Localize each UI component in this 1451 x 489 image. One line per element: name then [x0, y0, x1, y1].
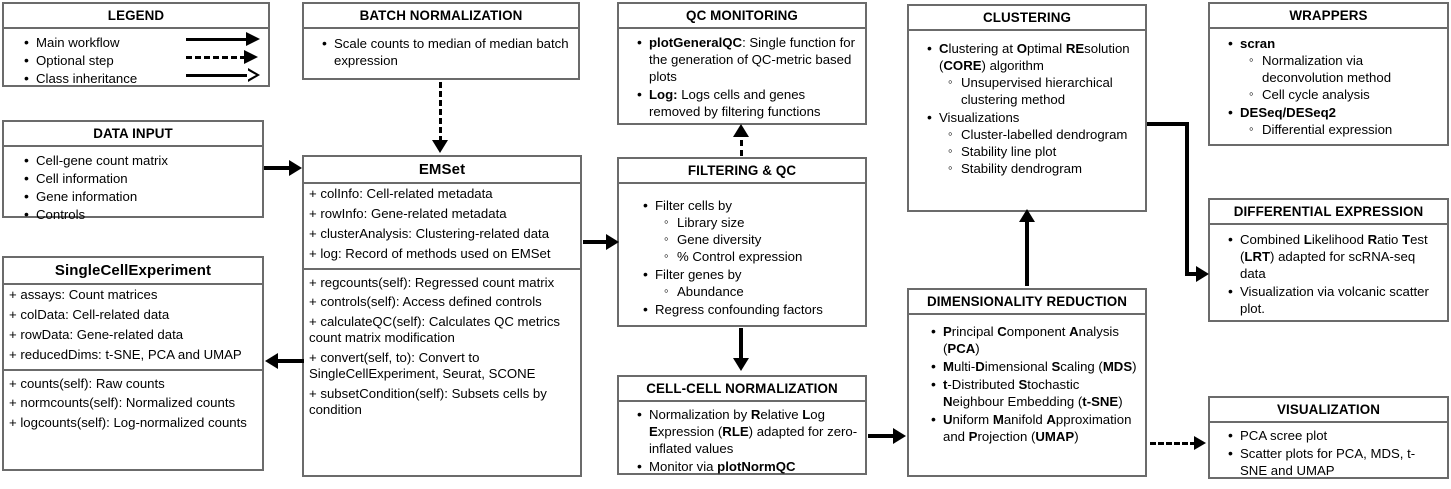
emset-methods: + regcounts(self): Regressed count matri…	[304, 267, 580, 420]
class-attribute: + log: Record of methods used on EMSet	[309, 245, 551, 261]
sub-item: % Control expression	[664, 248, 859, 266]
class-method: + convert(self, to): Convert to SingleCe…	[309, 350, 536, 381]
sub-item: Stability dendrogram	[948, 160, 1139, 178]
wrappers-box: WRAPPERS scran Normalization via deconvo…	[1208, 2, 1449, 146]
legend-item: Main workflow	[24, 34, 262, 52]
list-item: Filter cells by Library size Gene divers…	[643, 197, 859, 266]
class-method: + normcounts(self): Normalized counts	[9, 395, 236, 411]
sce-methods: + counts(self): Raw counts + normcounts(…	[4, 368, 262, 434]
sce-attributes: + assays: Count matrices + colData: Cell…	[4, 285, 262, 364]
class-method: + subsetCondition(self): Subsets cells b…	[309, 385, 547, 417]
list-item: Combined Likelihood Ratio Test (LRT) ada…	[1228, 231, 1441, 283]
list-item: Multi-Dimensional Scaling (MDS)	[931, 358, 1139, 376]
legend-title: LEGEND	[4, 4, 268, 30]
legend-item: Class inheritance	[24, 70, 262, 88]
visualization-box: VISUALIZATION PCA scree plot Scatter plo…	[1208, 396, 1449, 479]
list-item: Normalization by Relative Log Expression…	[637, 406, 859, 458]
list-item: Scatter plots for PCA, MDS, t-SNE and UM…	[1228, 445, 1441, 480]
list-item: Regress confounding factors	[643, 301, 859, 319]
differential-expression-title: DIFFERENTIAL EXPRESSION	[1210, 200, 1447, 226]
sub-item: Normalization via deconvolution method	[1249, 52, 1441, 87]
list-item: Log: Logs cells and genes removed by fil…	[637, 86, 859, 121]
legend-box: LEGEND Main workflow Optional step Class…	[2, 2, 270, 88]
list-item: Cell-gene count matrix	[24, 152, 256, 170]
list-item: scran Normalization via deconvolution me…	[1228, 35, 1441, 104]
differential-expression-box: DIFFERENTIAL EXPRESSION Combined Likelih…	[1208, 198, 1449, 322]
class-method: + logcounts(self): Log-normalized counts	[9, 415, 247, 431]
class-method: + regcounts(self): Regressed count matri…	[309, 274, 555, 290]
qc-monitoring-box: QC MONITORING plotGeneralQC: Single func…	[617, 2, 867, 125]
clustering-title: CLUSTERING	[909, 6, 1145, 32]
class-attribute: + reducedDims: t-SNE, PCA and UMAP	[9, 346, 242, 362]
list-item: Controls	[24, 206, 256, 224]
list-item: Clustering at Optimal REsolution (CORE) …	[927, 40, 1139, 109]
emset-class: EMSet + colInfo: Cell-related metadata +…	[302, 155, 582, 477]
dimensionality-reduction-title: DIMENSIONALITY REDUCTION	[909, 290, 1145, 316]
dimensionality-reduction-box: DIMENSIONALITY REDUCTION Principal Compo…	[907, 288, 1147, 477]
list-item: Monitor via plotNormQC	[637, 458, 859, 476]
qc-monitoring-title: QC MONITORING	[619, 4, 865, 30]
list-item: DESeq/DESeq2 Differential expression	[1228, 104, 1441, 139]
class-attribute: + rowData: Gene-related data	[9, 326, 184, 342]
list-item: Uniform Manifold Approximation and Proje…	[931, 411, 1139, 446]
sce-title: SingleCellExperiment	[4, 258, 262, 286]
sub-item: Abundance	[664, 283, 859, 301]
filtering-qc-box: FILTERING & QC Filter cells by Library s…	[617, 157, 867, 327]
data-input-title: DATA INPUT	[4, 122, 262, 148]
class-method: + controls(self): Access defined control…	[309, 294, 542, 310]
class-attribute: + clusterAnalysis: Clustering-related da…	[309, 225, 550, 241]
batch-normalization-box: BATCH NORMALIZATION Scale counts to medi…	[302, 2, 580, 80]
legend-item: Optional step	[24, 52, 262, 70]
single-cell-experiment-class: SingleCellExperiment + assays: Count mat…	[2, 256, 264, 471]
sub-item: Differential expression	[1249, 121, 1441, 139]
visualization-title: VISUALIZATION	[1210, 398, 1447, 424]
list-item: t-Distributed Stochastic Neighbour Embed…	[931, 376, 1139, 411]
emset-title: EMSet	[304, 157, 580, 185]
list-item: Gene information	[24, 188, 256, 206]
sub-item: Library size	[664, 214, 859, 232]
data-input-box: DATA INPUT Cell-gene count matrix Cell i…	[2, 120, 264, 224]
class-method: + calculateQC(self): Calculates QC metri…	[309, 314, 561, 346]
sub-item: Gene diversity	[664, 231, 859, 249]
class-attribute: + assays: Count matrices	[9, 287, 158, 303]
list-item: plotGeneralQC: Single function for the g…	[637, 34, 859, 86]
class-attribute: + colData: Cell-related data	[9, 307, 170, 323]
class-method: + counts(self): Raw counts	[9, 375, 165, 391]
sub-item: Stability line plot	[948, 143, 1139, 161]
sub-item: Unsupervised hierarchical clustering met…	[948, 74, 1139, 109]
sub-item: Cluster-labelled dendrogram	[948, 126, 1139, 144]
list-item: PCA scree plot	[1228, 427, 1441, 445]
list-item: Principal Component Analysis (PCA)	[931, 323, 1139, 358]
clustering-box: CLUSTERING Clustering at Optimal REsolut…	[907, 4, 1147, 212]
list-item: Filter genes by Abundance	[643, 266, 859, 301]
class-attribute: + colInfo: Cell-related metadata	[309, 186, 493, 202]
list-item: Visualization via volcanic scatter plot.	[1228, 283, 1441, 318]
list-item: Visualizations Cluster-labelled dendrogr…	[927, 109, 1139, 178]
filtering-qc-title: FILTERING & QC	[619, 159, 865, 185]
class-attribute: + rowInfo: Gene-related metadata	[309, 206, 507, 222]
list-item: Scale counts to median of median batch e…	[322, 35, 572, 70]
cell-cell-normalization-title: CELL-CELL NORMALIZATION	[619, 377, 865, 403]
cell-cell-normalization-box: CELL-CELL NORMALIZATION Normalization by…	[617, 375, 867, 476]
list-item: Cell information	[24, 170, 256, 188]
batch-normalization-title: BATCH NORMALIZATION	[304, 4, 578, 30]
emset-attributes: + colInfo: Cell-related metadata + rowIn…	[304, 184, 580, 263]
wrappers-title: WRAPPERS	[1210, 4, 1447, 30]
sub-item: Cell cycle analysis	[1249, 86, 1441, 104]
